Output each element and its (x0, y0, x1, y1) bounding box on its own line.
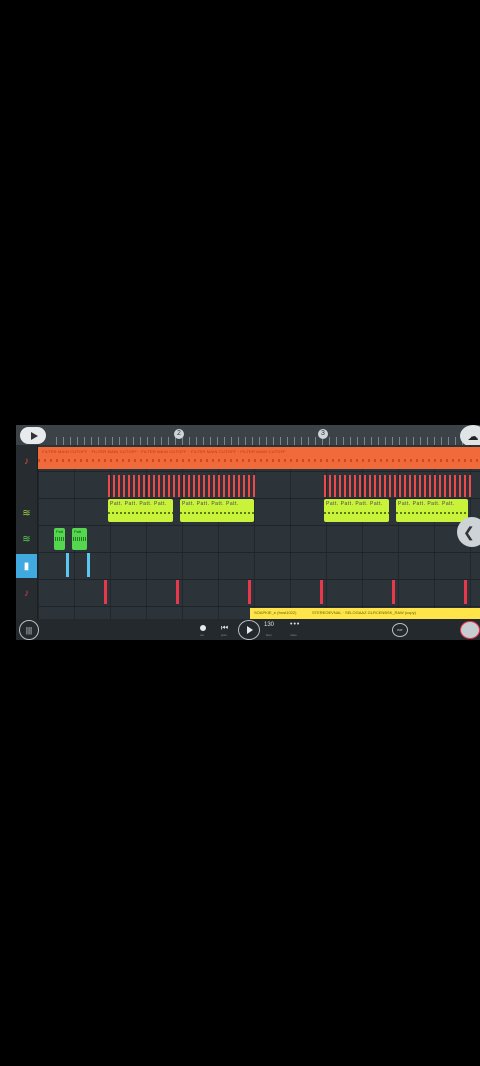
record-sublabel: rec (200, 633, 205, 637)
lane-divider (38, 471, 480, 472)
pattern-clip[interactable]: Patt. Patt. Patt. Patt. (108, 499, 173, 522)
lane-divider (38, 579, 480, 580)
lane-divider (38, 525, 480, 526)
fl-logo-icon[interactable] (460, 621, 480, 639)
pattern-clip[interactable]: Patt. Patt. Patt. Patt. (180, 499, 254, 522)
audio-clip-yellow[interactable]: SOAPKIE_e (frost1022) STEREOEVNAL · SELO… (250, 608, 480, 619)
automation-clip[interactable]: FILTER MAIN CUTOFF · FILTER MAIN CUTOFF … (38, 447, 480, 469)
play-icon (247, 626, 253, 634)
track-note-icon[interactable]: ♪ (24, 587, 29, 599)
track-pattern-icon[interactable]: ≋ (22, 507, 31, 519)
lane-divider (38, 606, 480, 607)
clip-marker-blue[interactable] (66, 553, 69, 577)
automation-curve (38, 459, 480, 462)
audio-clip-label: Patt (74, 529, 82, 534)
clip-marker-blue[interactable] (87, 553, 90, 577)
pattern-clip[interactable]: Patt. Patt. Patt. Patt. (396, 499, 468, 522)
more-options-icon[interactable]: ••• (290, 621, 301, 628)
play-icon (30, 431, 38, 440)
audio-clip[interactable]: Patt (54, 528, 65, 550)
timeline-marker-2[interactable]: 2 (174, 429, 184, 439)
track-selected-icon[interactable]: ▮ (16, 554, 37, 578)
pattern-clip[interactable]: Patt. Patt. Patt. Patt. (324, 499, 389, 522)
more-sublabel: more (290, 633, 297, 637)
record-icon[interactable] (200, 625, 206, 631)
clip-marker-red[interactable] (248, 580, 251, 604)
timeline-ticks (56, 437, 480, 445)
clip-marker-red[interactable] (176, 580, 179, 604)
clip-marker-red[interactable] (392, 580, 395, 604)
note-spikes-group-1 (108, 475, 255, 499)
clip-marker-red[interactable] (320, 580, 323, 604)
track-automation-icon[interactable]: ♪ (24, 455, 29, 467)
pattern-clip-label: Patt. Patt. Patt. Patt. (110, 501, 167, 507)
transport-play-button[interactable] (238, 620, 260, 640)
track-audio-icon[interactable]: ≋ (22, 533, 31, 545)
automation-clip-label: FILTER MAIN CUTOFF · FILTER MAIN CUTOFF … (42, 449, 286, 454)
rewind-sublabel: prev (221, 633, 227, 637)
main-menu-icon[interactable]: ||| (19, 620, 39, 640)
pattern-clip-label: Patt. Patt. Patt. Patt. (182, 501, 239, 507)
collapse-panel-chevron-icon[interactable]: ❮ (457, 517, 480, 547)
clip-marker-red[interactable] (464, 580, 467, 604)
pattern-song-mode-toggle[interactable]: PAT (392, 623, 408, 637)
rewind-icon[interactable]: ⏮ (221, 623, 229, 632)
fl-studio-playlist-window: 2 3 ☁ ♪ ≋ ≋ ▮ ♪ FILTER MAIN CUTOFF · FIL… (16, 425, 480, 640)
playlist-arrangement[interactable]: FILTER MAIN CUTOFF · FILTER MAIN CUTOFF … (38, 445, 480, 619)
clip-marker-red[interactable] (104, 580, 107, 604)
pattern-clip-label: Patt. Patt. Patt. Patt. (326, 501, 383, 507)
lane-divider (38, 498, 480, 499)
audio-clip-label: STEREOEVNAL · SELOGAAZ GLRCENBSK_RAW (co… (312, 610, 416, 615)
audio-clip[interactable]: Patt (72, 528, 87, 550)
tempo-sublabel: bpm (266, 633, 272, 637)
timeline-ruler[interactable]: 2 3 ☁ (16, 425, 480, 447)
tempo-value[interactable]: 130 (264, 622, 275, 628)
pattern-clip-label: Patt. Patt. Patt. Patt. (398, 501, 455, 507)
audio-clip-label: SOAPKIE_e (frost1022) (254, 610, 297, 615)
transport-bar: ||| rec ⏮ prev 130 bpm ••• more PAT (16, 619, 480, 640)
track-header-strip: ♪ ≋ ≋ ▮ ♪ (16, 445, 38, 619)
song-play-button[interactable] (20, 427, 46, 444)
timeline-marker-3[interactable]: 3 (318, 429, 328, 439)
note-spikes-group-2 (324, 475, 471, 499)
audio-clip-label: Patt (56, 529, 64, 534)
lane-divider (38, 552, 480, 553)
browser-toggle-icon[interactable]: ☁ (460, 425, 480, 447)
